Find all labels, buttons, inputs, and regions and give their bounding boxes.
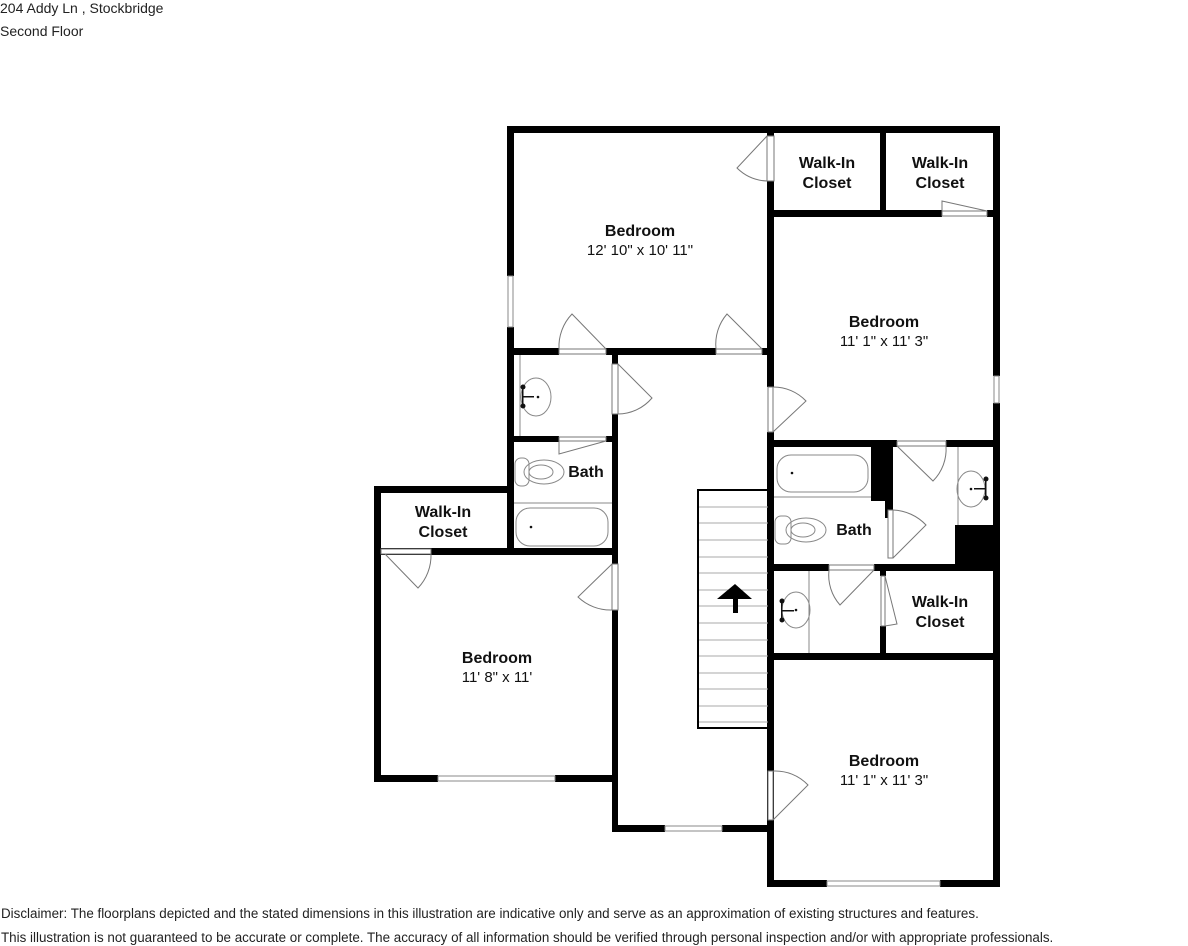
disclaimer-line-1: Disclaimer: The floorplans depicted and … [1,906,979,921]
room-bath-right: Bath [836,522,872,539]
room-walk-in-closet-1: Walk-In Closet [798,155,856,192]
bathtub-icon [515,507,609,547]
stair-up-arrow-icon [717,584,752,613]
room-walk-in-closet-left: Walk-In Closet [414,504,472,541]
walls [374,126,1000,887]
room-bedroom-right-lower: Bedroom 11' 1" x 11' 3" [839,753,929,789]
room-bedroom-top: Bedroom 12' 10" x 10' 11" [586,223,694,259]
fixtures [514,355,986,653]
disclaimer-line-2: This illustration is not guaranteed to b… [1,930,1054,945]
faucets [520,384,989,623]
room-bath-left: Bath [568,464,604,481]
staircase [697,489,770,729]
property-address: 204 Addy Ln , Stockbridge [0,0,164,16]
room-walk-in-closet-right: Walk-In Closet [911,594,969,631]
sink-icon [520,377,552,417]
room-bedroom-left: Bedroom 11' 8" x 11' [461,650,533,686]
room-walk-in-closet-2: Walk-In Closet [911,155,969,192]
room-bedroom-right-upper: Bedroom 11' 1" x 11' 3" [839,314,929,350]
floor-name: Second Floor [0,23,84,39]
windows [437,275,1000,887]
doors [380,135,988,821]
